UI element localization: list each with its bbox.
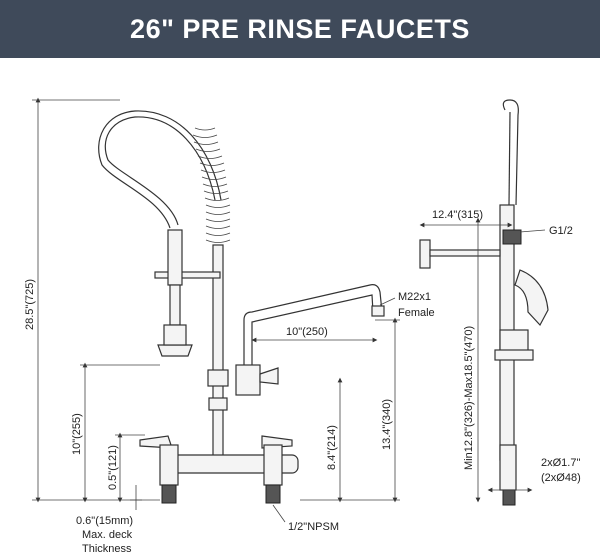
shank-dia-label-2: (2xØ48) bbox=[541, 472, 581, 484]
spout-outlet-label: M22x1 bbox=[398, 291, 431, 303]
right-valve bbox=[263, 444, 283, 486]
deck-thickness-label-2: Max. deck bbox=[82, 529, 133, 541]
spout-inner bbox=[251, 294, 374, 365]
wall-bracket-label: 12.4"(315) bbox=[432, 209, 483, 221]
side-view: 12.4"(315) G1/2 Min12.8"(326)-Max18.5"(4… bbox=[419, 99, 581, 506]
add-on-valve-handle bbox=[259, 367, 279, 385]
inlet-label: 1/2"NPSM bbox=[288, 521, 339, 533]
add-on-valve bbox=[235, 364, 261, 396]
side-hose-loop-inner bbox=[508, 111, 511, 206]
side-spray-trigger bbox=[514, 269, 549, 327]
left-shank bbox=[161, 484, 177, 504]
spray-height-label: 10"(255) bbox=[71, 413, 83, 455]
riser-collar-lower bbox=[208, 397, 228, 411]
deck-thickness-label-1: 0.6"(15mm) bbox=[76, 515, 133, 527]
deck-thickness-label-3: Thickness bbox=[82, 543, 132, 555]
side-spray-nozzle bbox=[494, 349, 534, 361]
side-wall-arm bbox=[429, 249, 501, 257]
right-shank bbox=[265, 484, 281, 504]
hose-loop-inner bbox=[98, 110, 222, 229]
spout bbox=[243, 284, 383, 365]
wall-bracket bbox=[154, 271, 221, 279]
side-shank bbox=[502, 489, 516, 506]
spout-reach-label: 10"(250) bbox=[286, 326, 328, 338]
valve-height-label: 8.4"(214) bbox=[326, 425, 338, 470]
side-hose-loop bbox=[502, 99, 519, 206]
faucet-drawing: 28.5"(725) 10"(255) 0.5"(121) 10"(250) M… bbox=[24, 97, 581, 555]
page-title: 26" PRE RINSE FAUCETS bbox=[130, 13, 470, 44]
spout-nozzle bbox=[371, 305, 385, 317]
side-valve-body bbox=[499, 444, 517, 491]
title-bar: 26" PRE RINSE FAUCETS bbox=[0, 0, 600, 58]
front-view: 28.5"(725) 10"(255) 0.5"(121) 10"(250) M… bbox=[24, 97, 435, 555]
overall-height-label: 28.5"(725) bbox=[24, 279, 36, 330]
side-spray-head bbox=[499, 329, 529, 353]
side-height-label: Min12.8"(326)-Max18.5"(470) bbox=[463, 326, 475, 470]
connection-label: G1/2 bbox=[549, 225, 573, 237]
shank-dia-label-1: 2xØ1.7" bbox=[541, 457, 580, 469]
riser-collar bbox=[207, 369, 229, 387]
hose-loop bbox=[104, 116, 216, 226]
base-height-label: 0.5"(121) bbox=[107, 445, 119, 490]
side-wall-plate bbox=[419, 239, 431, 269]
spray-head bbox=[157, 229, 193, 357]
side-connector bbox=[502, 229, 522, 245]
left-valve bbox=[159, 444, 179, 486]
spring-coil bbox=[192, 127, 231, 243]
spout-outlet-type-label: Female bbox=[398, 307, 435, 319]
spout-height-label: 13.4"(340) bbox=[381, 399, 393, 450]
